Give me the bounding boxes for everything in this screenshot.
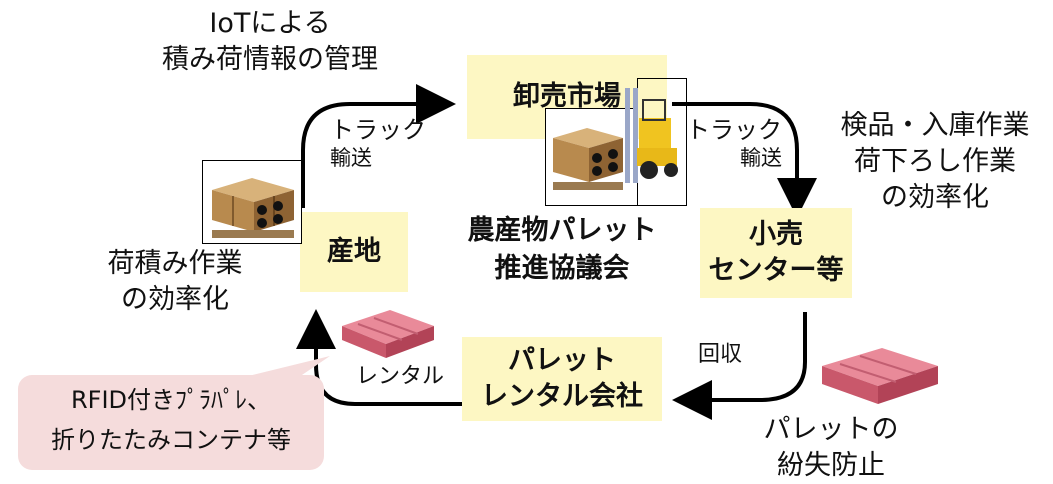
truck-label-right-line1: トラック: [686, 116, 782, 144]
truck-label-left-line2: 輸送: [330, 146, 372, 170]
loading-label-line1: 荷積み作業: [107, 248, 243, 279]
pink-pallet-icon-right: [822, 348, 938, 404]
truck-label-right: トラック 輸送: [668, 116, 782, 172]
loss-label-line1: パレットの: [763, 414, 899, 445]
rental-label: レンタル: [356, 362, 444, 391]
loss-label-line2: 紛失防止: [777, 450, 885, 481]
node-retail-line1: 小売: [749, 219, 803, 250]
rental-label-text: レンタル: [356, 364, 445, 389]
pink-pallet-icon: [342, 310, 434, 358]
box-pallet-icon: [202, 160, 302, 244]
node-wholesale-label: 卸売市場: [513, 81, 621, 112]
inspect-label-line2: 荷下ろし作業: [854, 146, 1016, 177]
callout-line2: 折りたたみコンテナ等: [51, 426, 291, 454]
iot-label-line1: IoTによる: [209, 8, 331, 39]
inspect-label-line1: 検品・入庫作業: [840, 110, 1030, 141]
callout-line1: RFID付きﾌﾟﾗﾊﾟﾚ、: [70, 386, 272, 414]
callout-box: RFID付きﾌﾟﾗﾊﾟﾚ、 折りたたみコンテナ等: [18, 375, 324, 470]
loading-label: 荷積み作業 の効率化: [80, 246, 270, 318]
arrow-retail-to-rental: [672, 312, 807, 420]
center-title-line1: 農産物パレット: [467, 215, 657, 246]
collect-label-text: 回収: [698, 342, 743, 367]
forklift-icon: [545, 78, 687, 206]
truck-label-right-line2: 輸送: [740, 146, 782, 170]
node-rental: パレット レンタル会社: [462, 337, 662, 421]
loading-label-line2: の効率化: [121, 284, 229, 315]
truck-label-left-line1: トラック: [330, 116, 426, 144]
node-rental-line1: パレット: [508, 345, 616, 376]
iot-label: IoTによる 積み荷情報の管理: [135, 6, 405, 78]
iot-label-line2: 積み荷情報の管理: [162, 44, 378, 75]
arrow-origin-to-wholesale: [301, 84, 456, 208]
collect-label: 回収: [698, 340, 742, 369]
center-title: 農産物パレット 推進協議会: [437, 212, 687, 288]
node-origin: 産地: [300, 212, 408, 292]
inspect-label: 検品・入庫作業 荷下ろし作業 の効率化: [820, 108, 1050, 216]
node-origin-label: 産地: [327, 236, 381, 267]
center-title-line2: 推進協議会: [494, 253, 630, 284]
arrow-rental-to-origin: [296, 309, 462, 406]
node-rental-line2: レンタル会社: [481, 381, 643, 412]
node-retail: 小売 センター等: [700, 208, 852, 298]
truck-label-left: トラック 輸送: [330, 116, 426, 172]
node-retail-line2: センター等: [708, 255, 844, 286]
loss-label: パレットの 紛失防止: [736, 412, 926, 484]
arrow-wholesale-to-retail: [672, 102, 817, 218]
inspect-label-line3: の効率化: [881, 182, 989, 213]
